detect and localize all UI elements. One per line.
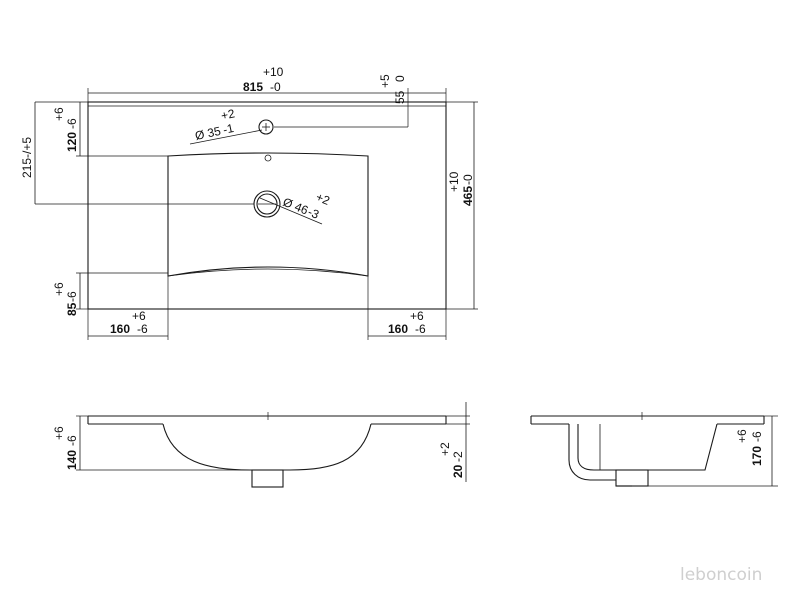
width-tol-minus: -0 [270, 80, 281, 94]
depth-nominal: 465 [461, 186, 475, 206]
right-margin-nominal: 160 [388, 322, 408, 336]
rim-tol-minus: -2 [451, 451, 465, 462]
tap-hole-tol-plus: +2 [220, 106, 237, 123]
tap-offset-nominal: 55 [393, 90, 407, 104]
front-basin-profile [162, 423, 372, 471]
side-height-tol-minus: -6 [750, 431, 764, 442]
side-drain [615, 469, 649, 487]
tap-hole-tol-minus: -1 [222, 121, 236, 137]
tap-hole-dia: Ø 35 [194, 124, 223, 143]
rim-tol-plus: +2 [438, 442, 452, 456]
back-edge-nominal: 120 [65, 132, 79, 152]
back-edge-tol-plus: +6 [52, 107, 66, 121]
drain-hole-leader [259, 197, 323, 225]
drain-hole-dia: Ø 46 [281, 195, 311, 218]
left-margin-nominal: 160 [110, 322, 130, 336]
front-height-tol-plus: +6 [52, 426, 66, 440]
front-edge-nominal: 85 [65, 302, 79, 316]
tap-offset-tol-plus: +5 [378, 74, 392, 88]
right-margin-tol-minus: -6 [415, 322, 426, 336]
top-view: +10 815 -0 +5 0 55 +6 120 -6 215-/+5 +10… [20, 65, 478, 340]
countertop-outline [87, 101, 447, 310]
rim-nominal: 20 [451, 464, 465, 478]
tap-offset-tol-minus: 0 [393, 75, 407, 82]
drain-hole-tol-plus: +2 [314, 190, 332, 208]
drain-hole-inner [256, 193, 278, 215]
front-edge-tol-plus: +6 [52, 282, 66, 296]
tap-hole [258, 119, 274, 135]
width-tol-plus: +10 [263, 65, 284, 79]
depth-tol-plus: +10 [447, 171, 461, 192]
left-margin-tol-minus: -6 [137, 322, 148, 336]
depth-tol-minus: -0 [461, 174, 475, 185]
tap-hole-leader [189, 129, 263, 145]
front-view: +6 140 -6 +2 20 -2 [52, 402, 470, 488]
front-height-nominal: 140 [65, 450, 79, 470]
left-margin-tol-plus: +6 [132, 309, 146, 323]
watermark-logo: leboncoin [680, 565, 762, 585]
drain-offset-label: 215-/+5 [20, 137, 34, 178]
overflow-hole [264, 154, 272, 162]
basin-front-curve [167, 268, 369, 277]
side-height-tol-plus: +6 [735, 429, 749, 443]
right-margin-tol-plus: +6 [410, 309, 424, 323]
side-basin-profile [568, 424, 616, 481]
back-edge-tol-minus: -6 [65, 118, 79, 129]
side-height-nominal: 170 [750, 446, 764, 466]
side-view: +6 170 -6 [530, 412, 778, 487]
front-height-tol-minus: -6 [65, 435, 79, 446]
front-edge-tol-minus: -6 [65, 291, 79, 302]
width-nominal: 815 [243, 80, 263, 94]
front-drain [251, 469, 284, 488]
